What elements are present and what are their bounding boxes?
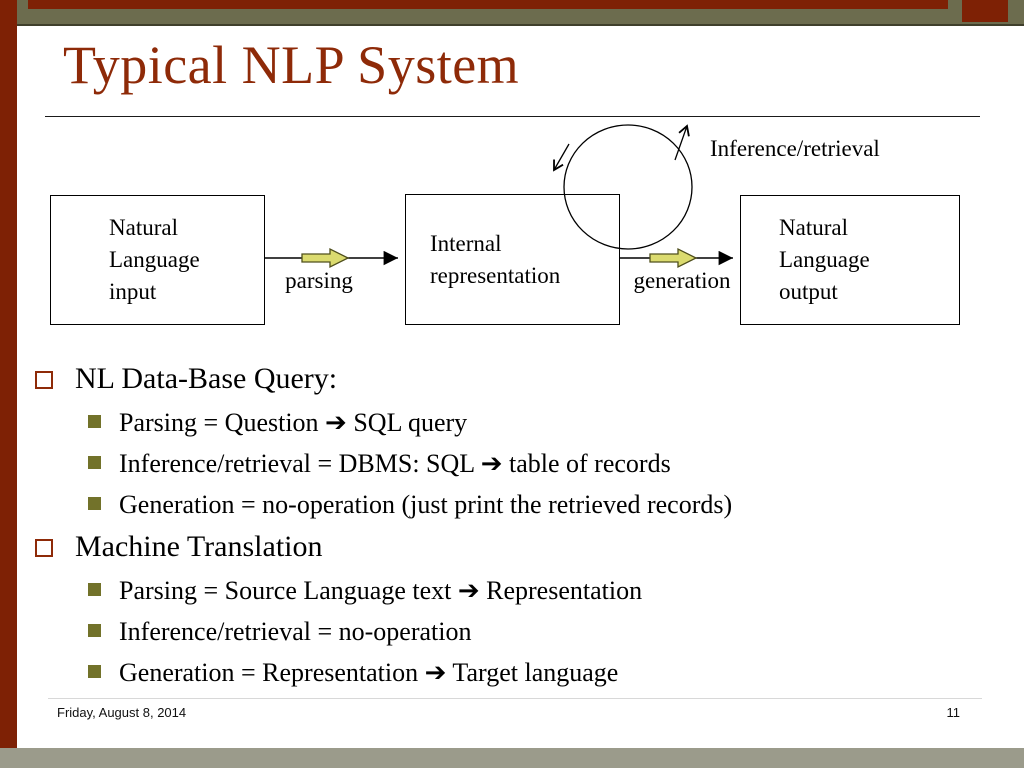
generation-block-arrow-icon	[649, 247, 698, 269]
slide-title: Typical NLP System	[63, 35, 520, 95]
left-accent-bar	[0, 0, 17, 768]
page-number: 11	[946, 705, 961, 720]
bullet-text: Generation = no-operation (just print th…	[119, 489, 733, 519]
hollow-square-bullet-icon	[35, 371, 53, 389]
bullet-list: NL Data-Base Query: Parsing = Question ➔…	[35, 352, 1004, 698]
loop-arrowhead-left-icon	[553, 143, 570, 172]
footer-divider	[48, 698, 982, 699]
bullet-item-level2: Generation = no-operation (just print th…	[88, 489, 1004, 520]
diagram-box-nl-input: Natural Language input	[50, 195, 265, 325]
bullet-item-level2: Parsing = Question ➔ SQL query	[88, 407, 1004, 438]
bullet-text: Parsing = Question ➔ SQL query	[119, 407, 468, 437]
bullet-text: Inference/retrieval = no-operation	[119, 616, 472, 646]
filled-square-bullet-icon	[88, 414, 101, 428]
filled-square-bullet-icon	[88, 496, 101, 510]
loop-arrowhead-right-icon	[674, 124, 690, 161]
bullet-item-level2: Generation = Representation ➔ Target lan…	[88, 657, 1004, 688]
bullet-text: NL Data-Base Query:	[75, 362, 338, 395]
footer-date: Friday, August 8, 2014	[57, 705, 187, 720]
generation-label: generation	[633, 268, 731, 293]
filled-square-bullet-icon	[88, 623, 101, 637]
bullet-item-level2: Inference/retrieval = no-operation	[88, 616, 1004, 647]
inference-retrieval-label: Inference/retrieval	[710, 136, 880, 161]
bullet-text: Machine Translation	[75, 530, 323, 564]
bullet-item-level2: Parsing = Source Language text ➔ Represe…	[88, 575, 1004, 606]
bullet-text: Parsing = Source Language text ➔ Represe…	[119, 575, 643, 605]
parsing-block-arrow-icon	[301, 247, 350, 269]
bullet-item-level2: Inference/retrieval = DBMS: SQL ➔ table …	[88, 448, 1004, 479]
diagram-box-internal-representation: Internal representation	[405, 194, 620, 325]
hollow-square-bullet-icon	[35, 539, 53, 558]
top-accent-stripe	[28, 0, 948, 9]
filled-square-bullet-icon	[88, 582, 101, 596]
filled-square-bullet-icon	[88, 455, 101, 469]
title-underline	[45, 116, 980, 117]
bullet-item-level1: Machine Translation	[35, 530, 1004, 565]
parsing-label: parsing	[285, 268, 353, 293]
bottom-accent-band	[0, 748, 1024, 768]
bullet-text: Inference/retrieval = DBMS: SQL ➔ table …	[119, 448, 671, 478]
top-accent-square	[962, 0, 1008, 22]
filled-square-bullet-icon	[88, 664, 101, 678]
diagram-box-nl-output: Natural Language output	[740, 195, 960, 325]
bullet-text: Generation = Representation ➔ Target lan…	[119, 657, 619, 687]
bullet-item-level1: NL Data-Base Query:	[35, 362, 1004, 397]
